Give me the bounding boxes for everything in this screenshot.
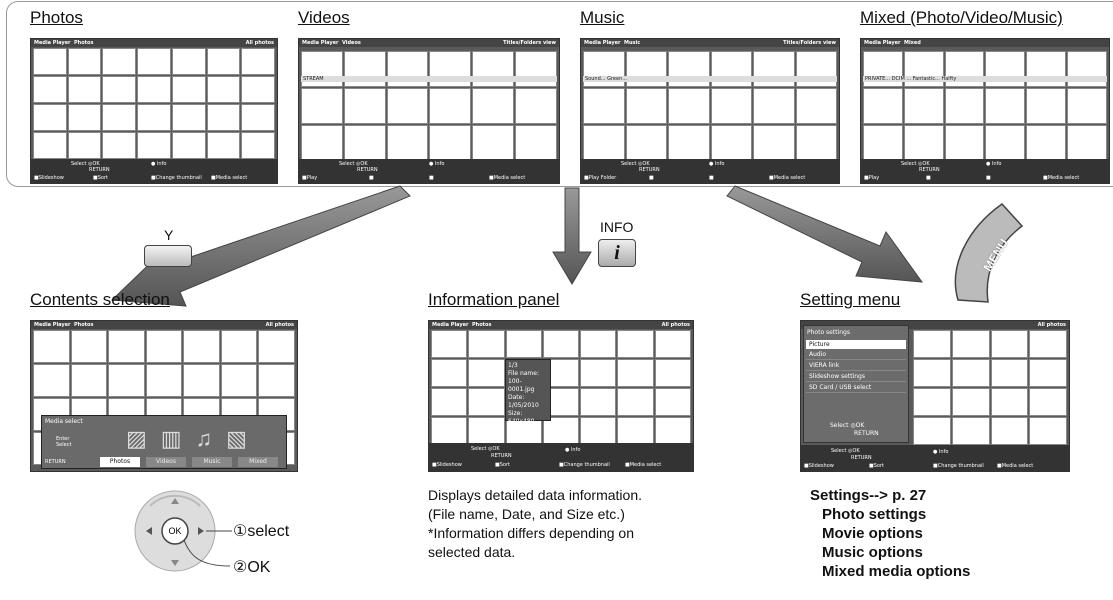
screen-footer: Select ◎OK RETURN ● Info ■Slideshow ■Sor…: [801, 445, 1069, 471]
tab-music[interactable]: Music: [580, 8, 625, 27]
mixed-screen: Media Player Mixed PRIVATE... DCIM ... F…: [860, 38, 1110, 184]
screen-header: Media Player Photos All photos: [31, 39, 277, 47]
folder-label-band: STREAM: [301, 76, 557, 82]
screen-header: All photos: [801, 321, 1069, 329]
info-description: Displays detailed data information. (Fil…: [428, 487, 643, 560]
setting-item-sd-usb[interactable]: SD Card / USB select: [806, 383, 906, 393]
arrow-to-setting: [726, 185, 924, 283]
menu-key: [954, 203, 1024, 303]
settings-menu-panel: Photo settings Picture Audio VIERA link …: [803, 325, 909, 443]
tab-mixed[interactable]: Mixed (Photo/Video/Music): [860, 8, 1063, 27]
right-arrow-icon: [198, 527, 204, 535]
settings-item: Photo settings: [822, 506, 927, 523]
left-arrow-icon: [146, 527, 152, 535]
thumbnail-grid: [33, 48, 275, 159]
settings-item: Movie options: [822, 525, 923, 542]
screen-header: Media Player Videos Titles/Folders view: [299, 39, 559, 47]
setting-item-viera-link[interactable]: VIERA link: [806, 361, 906, 371]
dialog-enter-hint: Enter Select: [56, 436, 72, 448]
settings-list: Settings--> p. 27 Photo settings Movie o…: [810, 486, 970, 581]
select-label: ①select: [233, 523, 290, 540]
settings-item: Mixed media options: [822, 563, 971, 580]
folder-label-band: PRIVATE... DCIM ... Fantastic... Halfty: [863, 76, 1107, 82]
screen-footer: Select ◎OK RETURN ● Info ■Slideshow ■Sor…: [31, 159, 277, 183]
option-videos[interactable]: Videos: [146, 457, 186, 467]
y-key[interactable]: [144, 245, 192, 267]
folder-label-band: Sound... Green...: [583, 76, 837, 82]
screen-header: Media Player Mixed: [861, 39, 1109, 47]
settings-title: Photo settings: [807, 329, 850, 336]
information-panel-screen: Media Player Photos All photos 1/3 File …: [428, 320, 694, 472]
media-type-icons: ▨▥♫▧: [126, 426, 261, 451]
screen-header: Media Player Photos All photos: [31, 321, 297, 329]
setting-item-slideshow[interactable]: Slideshow settings: [806, 372, 906, 382]
remote-control-pad: OK: [134, 490, 232, 572]
screen-footer: Select ◎OK RETURN ● Info ■Play ■ ■ ■Medi…: [861, 159, 1109, 183]
thumbnail-grid: [913, 330, 1067, 445]
tab-photos[interactable]: Photos: [30, 8, 83, 27]
info-key[interactable]: i: [598, 239, 636, 267]
caption-setting: Setting menu: [800, 290, 901, 309]
setting-menu-screen: All photos Photo settings Picture Audio …: [800, 320, 1070, 472]
media-select-dialog: Media select Enter Select ▨▥♫▧ RETURN Ph…: [41, 415, 287, 469]
caption-contents: Contents selection: [30, 290, 170, 309]
screen-footer: Select ◎OK RETURN ● Info ■Slideshow ■Sor…: [429, 443, 693, 471]
ok-button-text: OK: [168, 526, 181, 536]
y-key-label: Y: [164, 227, 174, 243]
settings-item: Music options: [822, 544, 923, 561]
screen-footer: Select ◎OK RETURN ● Info ■Play Folder ■ …: [581, 159, 839, 183]
photos-screen: Media Player Photos All photos Select ◎O…: [30, 38, 278, 184]
option-mixed[interactable]: Mixed: [238, 457, 278, 467]
info-popup: 1/3 File name: 100-0001.jpg Date: 1/05/2…: [505, 359, 551, 425]
ok-label: ②OK: [233, 559, 271, 576]
setting-item-audio[interactable]: Audio: [806, 350, 906, 360]
dialog-return: RETURN: [45, 459, 66, 465]
option-photos[interactable]: Photos: [100, 457, 140, 467]
caption-info: Information panel: [428, 290, 560, 309]
thumbnail-grid: [431, 330, 691, 445]
option-music[interactable]: Music: [192, 457, 232, 467]
screen-footer: Select ◎OK RETURN ● Info ■Play ■ ■ ■Medi…: [299, 159, 559, 183]
screen-header: Media Player Photos All photos: [429, 321, 693, 329]
settings-header: Settings--> p. 27: [810, 487, 927, 504]
tab-videos[interactable]: Videos: [298, 8, 350, 27]
music-screen: Media Player Music Titles/Folders view S…: [580, 38, 840, 184]
ok-button: [161, 517, 189, 545]
videos-screen: Media Player Videos Titles/Folders view …: [298, 38, 560, 184]
screen-header: Media Player Music Titles/Folders view: [581, 39, 839, 47]
up-arrow-icon: [171, 498, 179, 504]
dialog-title: Media select: [45, 418, 83, 425]
thumbnail-grid: [301, 51, 557, 161]
media-type-panel: [6, 1, 1113, 187]
contents-selection-screen: Media Player Photos All photos Media sel…: [30, 320, 298, 472]
setting-item-picture[interactable]: Picture: [806, 340, 906, 349]
down-arrow-icon: [171, 560, 179, 566]
info-key-label: INFO: [600, 219, 634, 235]
arrow-to-info: [552, 187, 592, 285]
